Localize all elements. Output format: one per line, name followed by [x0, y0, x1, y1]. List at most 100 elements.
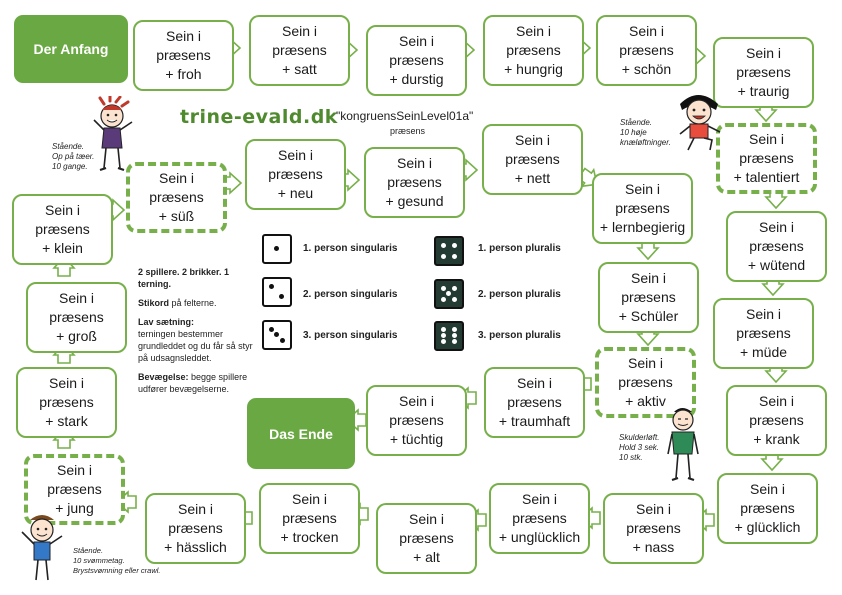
die-pip — [268, 326, 274, 332]
field-keyword: + krank — [753, 431, 800, 447]
rules-movement-heading: Bevægelse: — [138, 372, 189, 382]
field-verb: Sein i — [514, 132, 551, 148]
field-keyword: + lernbegierig — [599, 219, 686, 235]
die-pip — [440, 333, 446, 338]
note-line: Op på tæer. — [52, 152, 95, 161]
field-tense: præsens — [49, 309, 104, 325]
die-six-icon — [434, 321, 464, 351]
field-tense: præsens — [739, 150, 794, 166]
exercise-note-toes: Stående. Op på tæer. 10 gange. — [52, 142, 94, 172]
note-line: 10 høje — [620, 128, 647, 137]
field-verb: Sein i — [158, 170, 195, 186]
field-tense: præsens — [736, 64, 791, 80]
field-tense: præsens — [626, 520, 681, 536]
field-verb: Sein i — [277, 147, 314, 163]
field-verb: Sein i — [758, 219, 795, 235]
die-pip — [279, 294, 284, 299]
field-verb: Sein i — [745, 45, 782, 61]
field-keyword: + alt — [413, 549, 440, 565]
end-field: Das Ende — [247, 398, 355, 469]
field-verb: Sein i — [515, 23, 552, 39]
field-tense: præsens — [39, 394, 94, 410]
field-keyword: + glücklich — [734, 519, 801, 535]
note-line: 10 svømmetag. — [73, 556, 125, 565]
die-pip — [279, 337, 285, 343]
die-pip — [440, 242, 446, 248]
field-verb: Sein i — [291, 491, 328, 507]
field-verb: Sein i — [758, 393, 795, 409]
field-keyword: + neu — [277, 185, 314, 201]
field-tense: præsens — [506, 42, 561, 58]
field-tense: præsens — [399, 530, 454, 546]
field-verb: Sein i — [396, 155, 433, 171]
field-verb: Sein i — [44, 202, 81, 218]
field-keyword: + froh — [165, 66, 202, 82]
field-verb: Sein i — [749, 481, 786, 497]
die-pip — [440, 326, 446, 332]
die-pip — [440, 339, 446, 345]
die-label: 3. person singularis — [303, 330, 398, 341]
field-verb: Sein i — [627, 355, 664, 371]
die-pip — [451, 333, 457, 338]
field-tense: præsens — [272, 42, 327, 58]
field-keyword: + aktiv — [625, 393, 666, 409]
note-line: Stående. — [620, 118, 653, 127]
field-tense: præsens — [621, 289, 676, 305]
field-keyword: + unglücklich — [498, 529, 581, 545]
die-pip — [451, 296, 457, 302]
field-tense: præsens — [389, 52, 444, 68]
field-keyword: + nass — [632, 539, 675, 555]
die-pip — [451, 326, 457, 332]
die-pip — [451, 339, 457, 345]
die-three-icon — [262, 320, 292, 350]
die-label: 2. person singularis — [303, 289, 398, 300]
field-keyword: + schön — [621, 61, 672, 77]
die-four-icon — [434, 236, 464, 266]
field-keyword: + satt — [282, 61, 317, 77]
rules-stikord-heading: Stikord — [138, 298, 170, 308]
note-line: Stående. — [73, 546, 104, 555]
note-line: 10 stk. — [619, 453, 643, 462]
die-two-icon — [262, 277, 292, 307]
field-keyword: + klein — [42, 240, 83, 256]
field-keyword: + durstig — [389, 71, 444, 87]
die-label: 1. person singularis — [303, 243, 398, 254]
note-line: knæløftninger. — [620, 138, 671, 147]
rules-movement-text: begge spillere udfører bevægelserne. — [138, 372, 248, 394]
field-keyword: + wütend — [747, 257, 806, 273]
rules-setup: 2 spillere. 2 brikker. 1 terning. — [138, 267, 230, 289]
die-pip — [269, 284, 274, 289]
game-rules: 2 spillere. 2 brikker. 1 terning. Stikor… — [138, 266, 258, 402]
die-pip — [440, 296, 446, 302]
field-keyword: + trocken — [280, 529, 339, 545]
field-keyword: + hungrig — [504, 61, 563, 77]
note-line: Brystsvømning eller crawl. — [73, 566, 161, 575]
field-verb: Sein i — [48, 375, 85, 391]
note-line: Hold 3 sek. — [619, 443, 660, 452]
field-tense: præsens — [156, 47, 211, 63]
field-verb: Sein i — [745, 306, 782, 322]
toe-raise-figure-icon — [93, 96, 133, 172]
field-keyword: + tüchtig — [389, 431, 444, 447]
exercise-note-shoulder: Skulderløft. Hold 3 sek. 10 stk. — [619, 433, 659, 463]
field-keyword: + jung — [55, 500, 94, 516]
field-verb: Sein i — [58, 290, 95, 306]
field-keyword: + Schüler — [618, 308, 679, 324]
exercise-note-swim: Stående. 10 svømmetag. Brystsvømning ell… — [73, 546, 161, 576]
